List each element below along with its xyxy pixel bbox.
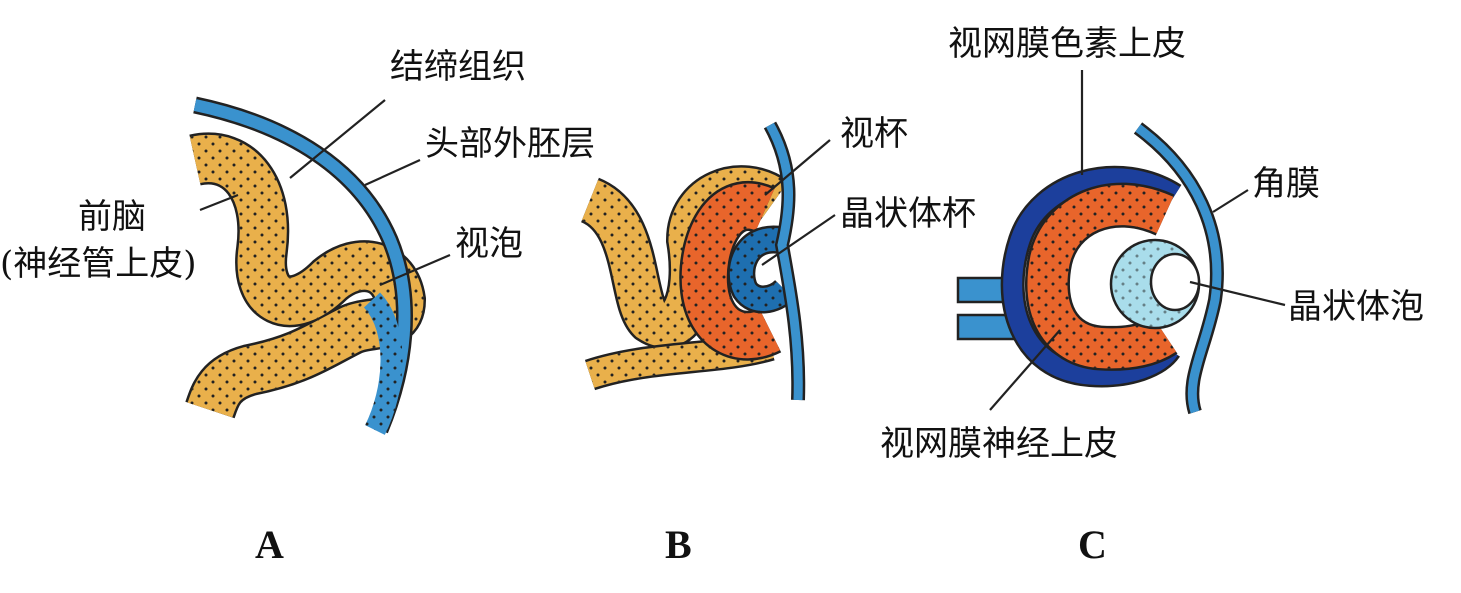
label-neural-retina: 视网膜神经上皮	[880, 424, 1118, 464]
label-forebrain: 前脑	[78, 197, 146, 237]
label-head-ectoderm: 头部外胚层	[425, 124, 595, 164]
optic-cup-b	[679, 181, 782, 361]
panel-a: 结缔组织 头部外胚层 前脑 (神经管上皮) 视泡 A	[0, 47, 595, 567]
panel-letter-c: C	[1078, 522, 1107, 567]
label-cornea: 角膜	[1252, 164, 1320, 204]
label-connective-tissue: 结缔组织	[390, 47, 526, 87]
neural-retina	[1024, 182, 1178, 371]
head-ectoderm-a	[193, 96, 413, 435]
lens-vesicle	[1109, 238, 1201, 330]
retinal-pigment-epithelium	[1000, 165, 1182, 388]
panel-letter-a: A	[255, 522, 284, 567]
label-optic-vesicle: 视泡	[455, 224, 523, 264]
label-lens-cup: 晶状体杯	[840, 194, 976, 234]
cornea	[1133, 122, 1224, 415]
label-optic-cup: 视杯	[840, 114, 908, 154]
label-neural-tube-epithelium: (神经管上皮)	[0, 244, 197, 284]
panel-b: 视杯 晶状体杯 B	[578, 114, 976, 567]
label-lens-vesicle: 晶状体泡	[1288, 287, 1424, 327]
lens-cup-b	[727, 225, 795, 314]
panel-c: 视网膜色素上皮 角膜 晶状体泡 视网膜神经上皮 C	[880, 24, 1424, 567]
panel-letter-b: B	[665, 522, 692, 567]
label-retinal-pigment-epithelium: 视网膜色素上皮	[948, 24, 1186, 64]
